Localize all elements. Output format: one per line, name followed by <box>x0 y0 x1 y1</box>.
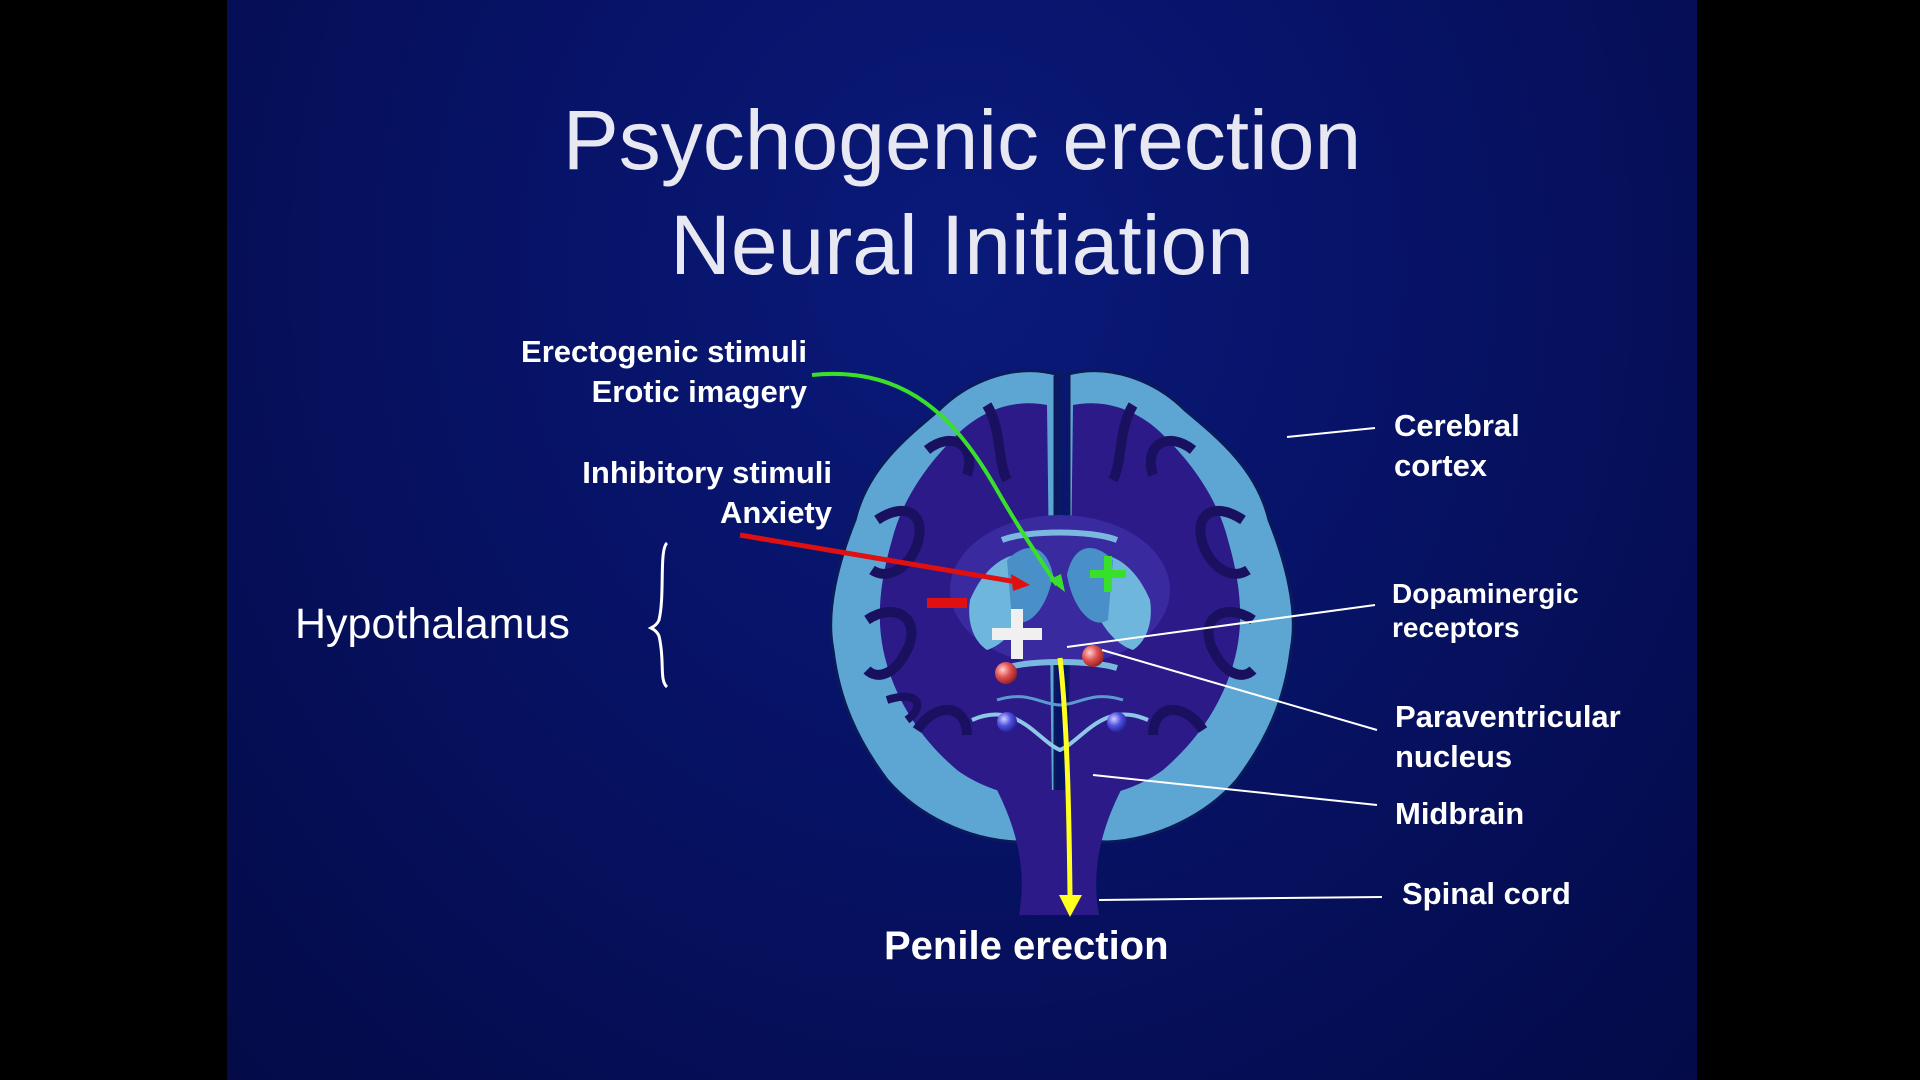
label-cortex: cortex <box>1394 448 1488 483</box>
brain-silhouette <box>829 369 1295 915</box>
slide-title-line1: Psychogenic erection <box>562 93 1362 187</box>
label-spinal-cord: Spinal cord <box>1402 876 1571 911</box>
label-dopaminergic: Dopaminergic <box>1392 578 1579 609</box>
label-anxiety: Anxiety <box>720 495 832 530</box>
brain-diagram <box>647 369 1383 917</box>
plus-sign-green <box>1090 556 1126 592</box>
dopaminergic-leader <box>1066 604 1376 648</box>
midbrain-nucleus-right <box>1107 712 1127 732</box>
label-cerebral: Cerebral <box>1394 408 1520 443</box>
paraventricular-leader <box>1101 649 1378 731</box>
paraventricular-nucleus-right <box>1082 645 1104 667</box>
label-hypothalamus: Hypothalamus <box>295 600 570 648</box>
excitatory-arrow <box>811 371 1059 587</box>
midbrain-leader <box>1092 774 1378 806</box>
cerebral-cortex-leader <box>1286 427 1376 438</box>
label-erotic-imagery: Erotic imagery <box>591 374 807 409</box>
label-penile-erection: Penile erection <box>884 924 1169 968</box>
plus-sign-large <box>992 609 1042 659</box>
label-nucleus: nucleus <box>1395 739 1513 774</box>
inhibitory-arrow <box>739 532 1018 585</box>
label-receptors: receptors <box>1392 612 1520 643</box>
spinal-cord-shape <box>997 790 1121 915</box>
paraventricular-nucleus-left <box>995 662 1017 684</box>
hypothalamus-bracket <box>647 541 669 689</box>
minus-sign-red <box>927 598 967 608</box>
label-inhibitory-stimuli: Inhibitory stimuli <box>582 455 832 490</box>
slide-title-line2: Neural Initiation <box>670 198 1254 292</box>
label-erectogenic-stimuli: Erectogenic stimuli <box>521 334 807 369</box>
midbrain-nucleus-left <box>997 712 1017 732</box>
slide: Psychogenic erection Neural Initiation <box>227 0 1697 1080</box>
label-paraventricular: Paraventricular <box>1395 699 1621 734</box>
spinal-cord-leader <box>1098 896 1383 901</box>
label-midbrain: Midbrain <box>1395 796 1525 831</box>
output-arrow <box>1057 657 1073 896</box>
